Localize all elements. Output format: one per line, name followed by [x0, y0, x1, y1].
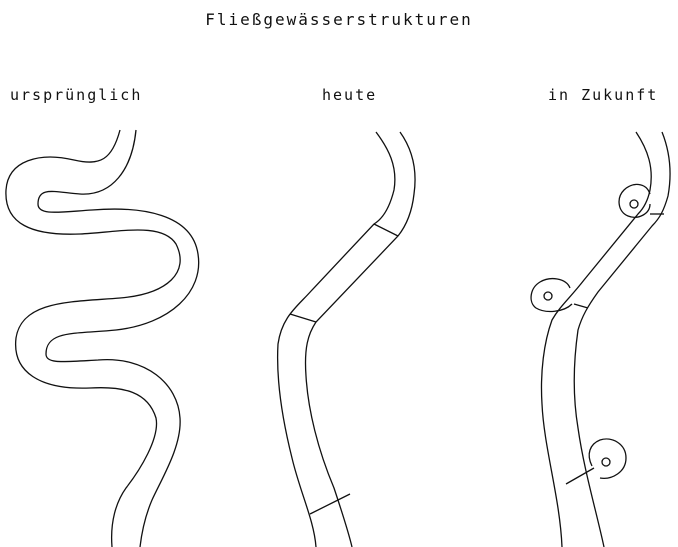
- today-cross-section-2: [290, 314, 316, 322]
- future-river-bank-left: [541, 132, 651, 547]
- backwater-pond-1: [619, 184, 650, 217]
- future-river-bank-right: [574, 132, 670, 547]
- backwater-pond-3: [589, 439, 626, 478]
- backwater-pond-2: [531, 279, 572, 312]
- today-straightened-river: [278, 132, 415, 547]
- today-river-bank-right: [305, 132, 415, 547]
- original-river-bank-right: [38, 130, 199, 547]
- today-cross-section-1: [374, 224, 398, 236]
- future-renaturalized-river: [531, 132, 670, 547]
- future-cross-section-3: [566, 468, 594, 484]
- today-cross-section-3: [310, 494, 350, 514]
- original-river-bank-left: [6, 130, 180, 547]
- original-meandering-river: [6, 130, 199, 547]
- future-cross-section-2: [574, 304, 588, 308]
- today-river-bank-left: [278, 132, 395, 547]
